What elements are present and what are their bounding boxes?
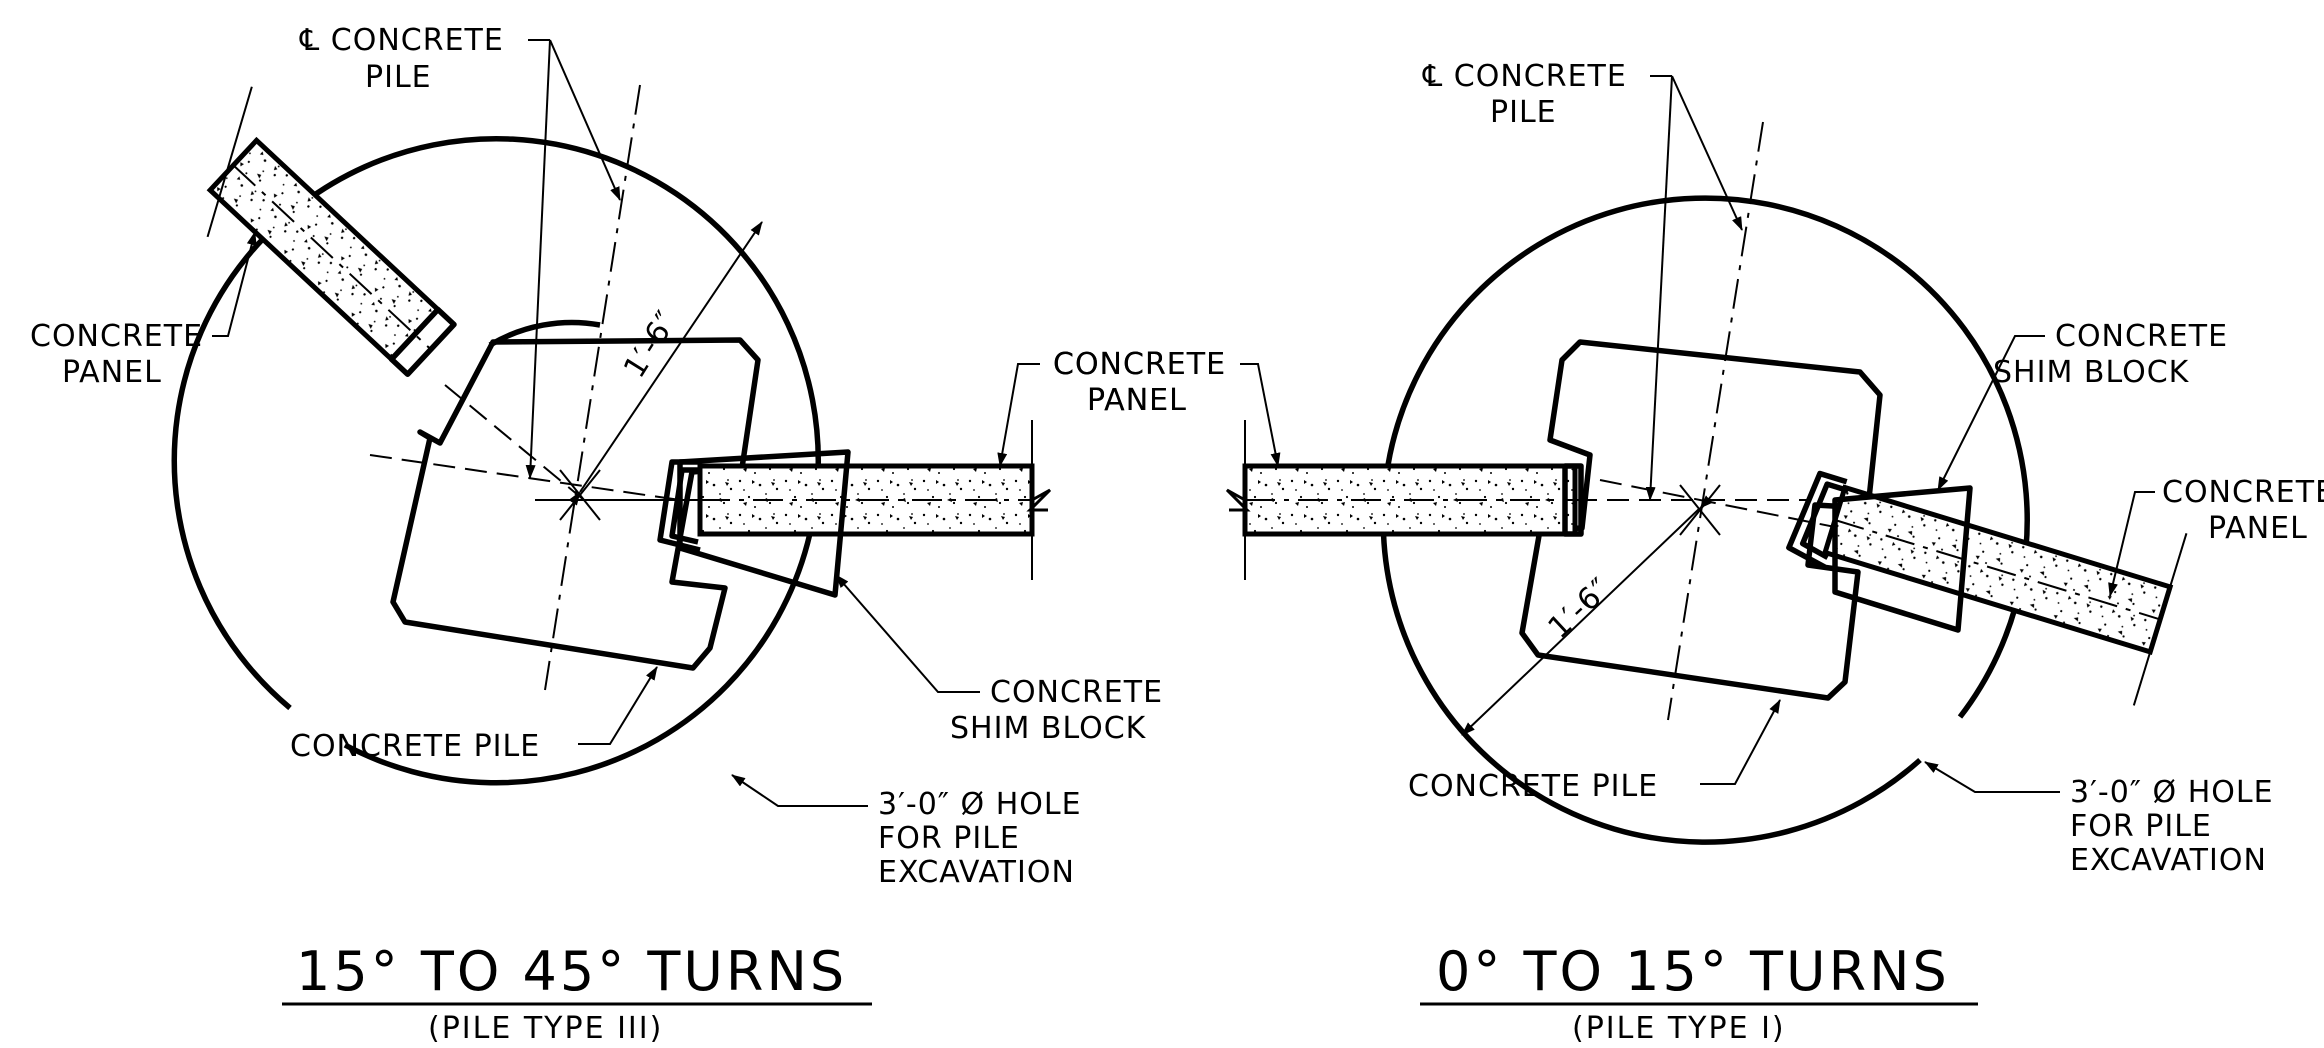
left-hole-circle <box>171 136 821 786</box>
right-pile-callout: CONCRETE PILE <box>1408 699 1781 804</box>
right-hole-label-2: FOR PILE <box>2070 809 2212 844</box>
right-subtitle: (PILE TYPE I) <box>1572 1011 1786 1046</box>
left-subtitle: (PILE TYPE III) <box>428 1011 663 1046</box>
right-dimension-line <box>1461 495 1713 736</box>
left-pile-label: CONCRETE PILE <box>290 729 540 764</box>
left-panel-label-2: PANEL <box>62 355 162 390</box>
left-panel-right-label-2: PANEL <box>1087 383 1187 418</box>
right-centerline-callout: ℄ CONCRETE PILE <box>1422 59 1743 501</box>
left-panel-right-callout: CONCRETE PANEL <box>997 347 1226 467</box>
left-hole-label-2: FOR PILE <box>878 821 1020 856</box>
left-shim-callout: CONCRETE SHIM BLOCK <box>835 574 1163 746</box>
right-panel-left-callout: CONCRETE PANEL <box>1053 347 1281 467</box>
left-cl-label-1: ℄ CONCRETE <box>299 23 504 58</box>
left-panel-extension <box>444 384 591 506</box>
left-panel-callout: CONCRETE PANEL <box>30 231 257 390</box>
left-shim-label-2: SHIM BLOCK <box>950 711 1147 746</box>
right-shim-label-1: CONCRETE <box>2055 319 2228 354</box>
right-panel-callout: CONCRETE PANEL <box>2108 475 2324 597</box>
right-hole-label-3: EXCAVATION <box>2070 843 2267 878</box>
right-detail: 1′-6″ ℄ CONCRETE PILE CONCRETE PANEL CON… <box>1053 59 2324 1046</box>
right-shim-callout: CONCRETE SHIM BLOCK <box>1937 319 2228 491</box>
left-hole-callout: 3′-0″ Ø HOLE FOR PILE EXCAVATION <box>731 774 1082 890</box>
right-pile-label: CONCRETE PILE <box>1408 769 1658 804</box>
right-title: 0° TO 15° TURNS <box>1436 940 1950 1003</box>
left-shim-label-1: CONCRETE <box>990 675 1163 710</box>
left-panel-right-label-1: CONCRETE <box>1053 347 1226 382</box>
right-left-panel <box>1225 420 1584 580</box>
right-hole-callout: 3′-0″ Ø HOLE FOR PILE EXCAVATION <box>1924 761 2274 878</box>
left-centerline-callout: ℄ CONCRETE PILE <box>299 23 621 479</box>
right-panel-left-label-1: CONCRETE <box>1053 347 1226 382</box>
left-pile-centre-mark <box>559 469 601 521</box>
left-title: 15° TO 45° TURNS <box>296 940 847 1003</box>
right-panel-extension <box>1599 479 1851 531</box>
right-panel-left-label-2: PANEL <box>1087 383 1187 418</box>
left-hole-label-1: 3′-0″ Ø HOLE <box>878 787 1082 822</box>
left-dimension-label: 1′-6″ <box>617 305 685 385</box>
right-concrete-pile <box>1519 339 1883 701</box>
right-cl-label-1: ℄ CONCRETE <box>1422 59 1627 94</box>
right-shim-block <box>1832 485 1973 633</box>
right-pile-centre-mark <box>1679 484 1721 536</box>
left-hole-label-3: EXCAVATION <box>878 855 1075 890</box>
right-panel-label-2: PANEL <box>2208 511 2308 546</box>
left-diagonal-panel <box>206 86 457 377</box>
right-cl-label-2: PILE <box>1490 95 1557 130</box>
left-panel-label-1: CONCRETE <box>30 319 203 354</box>
left-pile-centerline <box>544 84 641 691</box>
left-horizontal-panel <box>657 420 1052 598</box>
left-detail: 1′-6″ ℄ CONCRETE PILE CONCRETE PANEL CON… <box>30 23 1226 1046</box>
left-cl-label-2: PILE <box>365 60 432 95</box>
right-tilted-panel <box>1786 470 2188 706</box>
left-dimension-line <box>568 221 763 506</box>
right-shim-label-2: SHIM BLOCK <box>1993 355 2190 390</box>
right-panel-label-1: CONCRETE <box>2162 475 2324 510</box>
right-pile-centerline <box>1667 121 1764 721</box>
left-pile-callout: CONCRETE PILE <box>290 666 658 764</box>
right-hole-circle <box>1380 195 2030 845</box>
right-hole-label-1: 3′-0″ Ø HOLE <box>2070 775 2274 810</box>
right-dimension-label: 1′-6″ <box>1542 571 1619 646</box>
